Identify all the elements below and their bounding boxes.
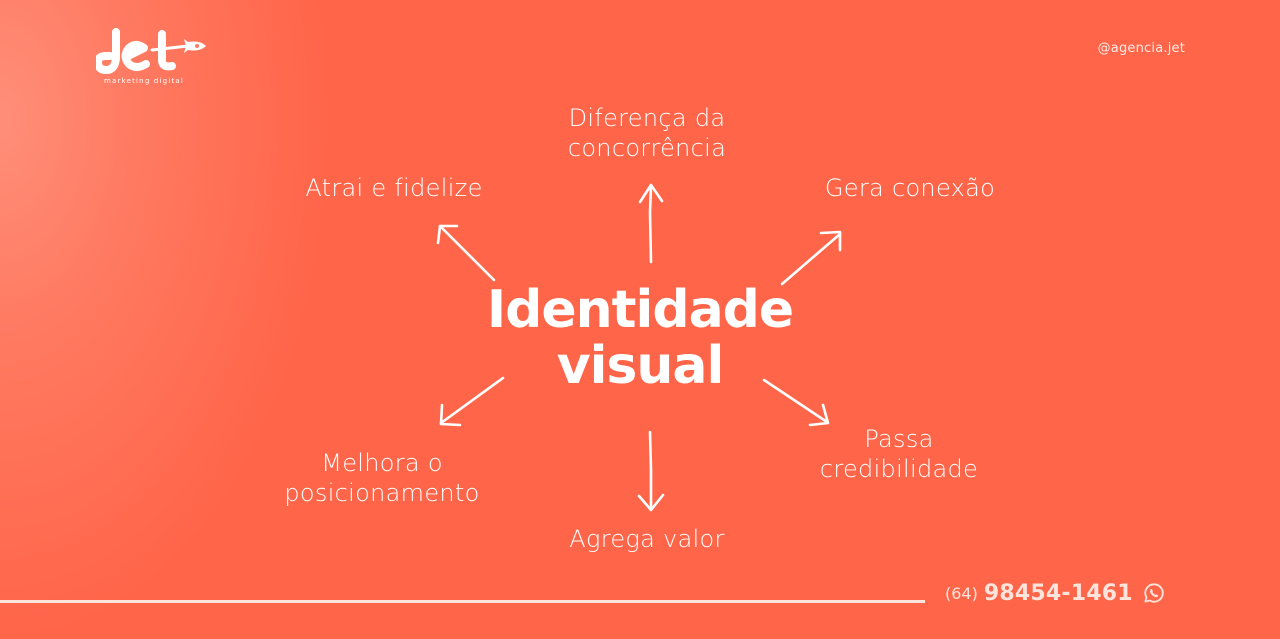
phone-number: 98454-1461 [983, 580, 1133, 606]
node-gera: Gera conexão [800, 173, 1020, 203]
jet-logo: marketing digital [96, 26, 210, 88]
node-atrai-line-1: Atrai e fidelize [305, 174, 483, 202]
node-passa-line-1: Passa [864, 425, 934, 453]
logo-tagline: marketing digital [104, 77, 185, 85]
node-melhora-line-1: Melhora o [321, 449, 443, 477]
social-handle[interactable]: @agencia.jet [1097, 41, 1185, 56]
node-diferenca-line-2: concorrência [567, 134, 727, 162]
node-agrega-line-1: Agrega valor [569, 525, 725, 553]
phone-contact[interactable]: (64) 98454-1461 [945, 578, 1165, 608]
node-passa-line-2: credibilidade [819, 455, 979, 483]
node-diferenca-line-1: Diferença da [568, 104, 726, 132]
node-passa: Passa credibilidade [796, 424, 1002, 484]
whatsapp-icon[interactable] [1143, 582, 1165, 604]
jet-logo-mark [96, 28, 206, 75]
title-line-1: Identidade [486, 280, 794, 340]
node-melhora: Melhora o posicionamento [260, 448, 504, 508]
node-melhora-line-2: posicionamento [284, 479, 480, 507]
diagram-title: Identidade visual [420, 282, 860, 394]
footer-divider [0, 600, 925, 603]
title-line-2: visual [556, 336, 725, 396]
node-diferenca: Diferença da concorrência [530, 103, 764, 163]
node-agrega: Agrega valor [540, 524, 754, 554]
node-gera-line-1: Gera conexão [824, 174, 996, 202]
node-atrai: Atrai e fidelize [280, 173, 508, 203]
phone-area-code: (64) [945, 583, 978, 603]
